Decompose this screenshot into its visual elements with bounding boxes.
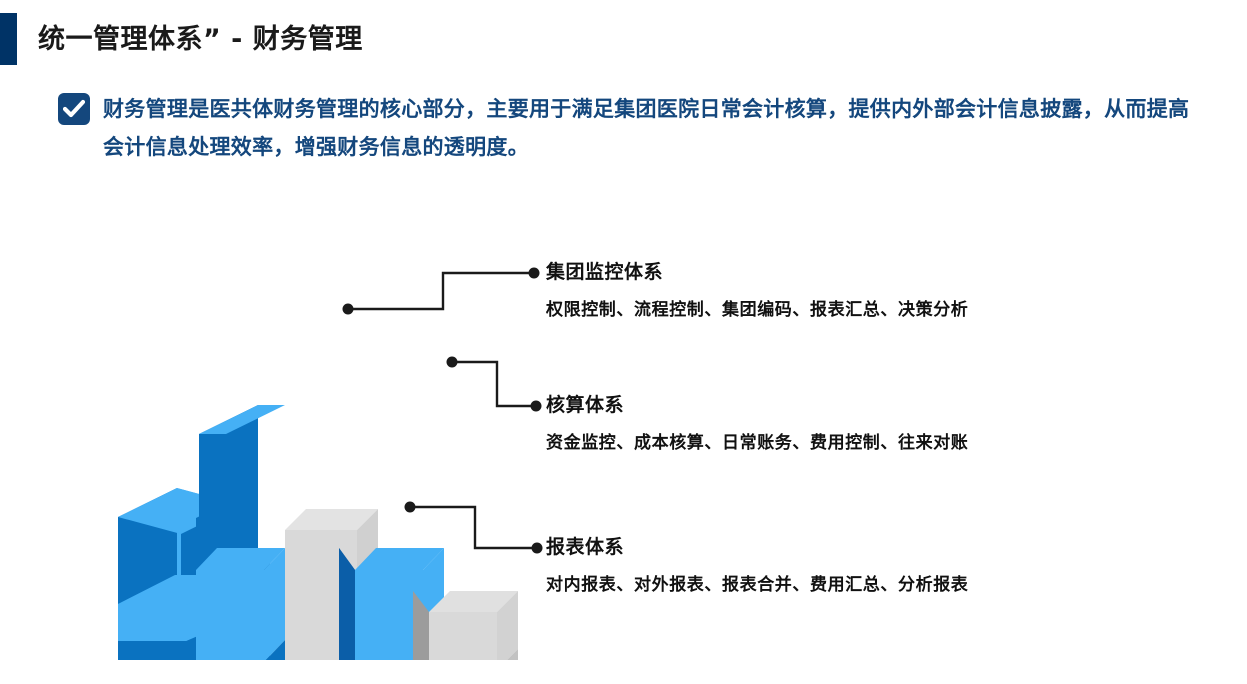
intro-text: 财务管理是医共体财务管理的核心部分，主要用于满足集团医院日常会计核算，提供内外部… xyxy=(103,97,1190,159)
title-accent-bar xyxy=(0,13,17,65)
connector-dot-2-start xyxy=(446,356,458,368)
connector-dot-2-end xyxy=(530,400,542,412)
callout-group-1: 集团监控体系 权限控制、流程控制、集团编码、报表汇总、决策分析 xyxy=(546,263,968,319)
connector-3 xyxy=(410,505,536,550)
callout-title: 核算体系 xyxy=(546,394,625,416)
intro-bullet: 财务管理是医共体财务管理的核心部分，主要用于满足集团医院日常会计核算，提供内外部… xyxy=(58,90,1208,166)
connector-lines xyxy=(348,271,536,550)
connector-dot-3-start xyxy=(404,501,416,513)
connector-dot-1-end xyxy=(528,267,540,279)
slide-title-row: 统一管理体系” - 财务管理 xyxy=(0,13,363,65)
callout-title: 集团监控体系 xyxy=(546,261,664,283)
connector-dots xyxy=(342,267,543,554)
blocks-group xyxy=(118,509,518,660)
callout-detail: 对内报表、对外报表、报表合并、费用汇总、分析报表 xyxy=(546,575,969,595)
diagram-svg xyxy=(118,267,543,660)
connector-dot-1-start xyxy=(342,303,354,315)
callout-detail: 资金监控、成本核算、日常账务、费用控制、往来对账 xyxy=(546,433,969,453)
bar-5 xyxy=(413,591,518,660)
callout-title: 报表体系 xyxy=(546,536,625,558)
connector-1 xyxy=(348,271,533,311)
diagram-stage xyxy=(0,230,1247,660)
callout-detail: 权限控制、流程控制、集团编码、报表汇总、决策分析 xyxy=(546,300,969,320)
callout-group-3: 报表体系 对内报表、对外报表、报表合并、费用汇总、分析报表 xyxy=(546,538,968,594)
callout-group-2: 核算体系 资金监控、成本核算、日常账务、费用控制、往来对账 xyxy=(546,396,968,452)
connector-dot-3-end xyxy=(531,542,543,554)
connector-2 xyxy=(452,360,535,408)
page-title: 统一管理体系” - 财务管理 xyxy=(38,23,363,55)
checkbox-checked-icon xyxy=(58,93,90,125)
